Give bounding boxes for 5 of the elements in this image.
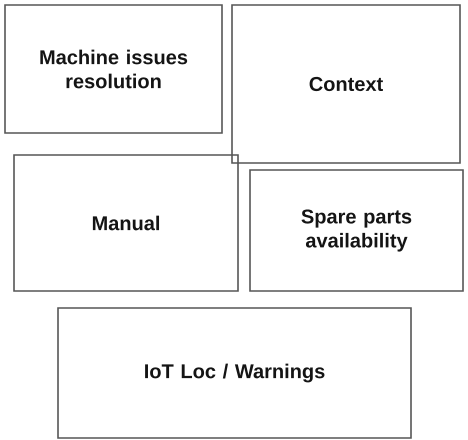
text-box: Machine issues resolution [4,4,223,134]
text-box: IoT Loc / Warnings [57,307,412,439]
text-box: Spare parts availability [249,169,464,292]
text-box: Context [231,4,461,164]
text-box: Manual [13,154,239,292]
